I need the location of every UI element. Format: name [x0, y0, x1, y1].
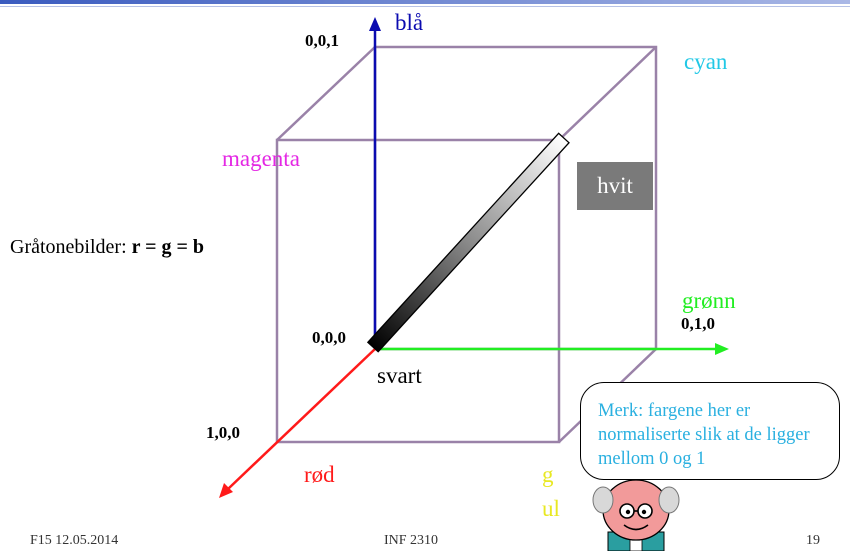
coord-label-red: 1,0,0 — [206, 423, 240, 442]
red-axis — [227, 348, 376, 490]
corner-label-svart: svart — [377, 363, 422, 388]
professor-avatar — [592, 479, 680, 551]
axis-label-bla: blå — [395, 10, 424, 35]
corner-label-cyan: cyan — [684, 49, 728, 74]
top-divider — [0, 6, 850, 7]
green-axis-arrowhead — [715, 343, 729, 355]
corner-label-gul-line1: g — [542, 462, 554, 487]
cube-edge-top-right — [558, 46, 657, 141]
cube-edge-top-left — [276, 46, 376, 141]
corner-label-hvit: hvit — [577, 162, 653, 210]
footer-date: F15 12.05.2014 — [30, 533, 119, 548]
top-accent-bar — [0, 0, 850, 4]
note-text: Merk: fargene her er normaliserte slik a… — [598, 401, 810, 469]
coord-label-blue: 0,0,1 — [305, 31, 339, 50]
axis-label-gronn: grønn — [682, 288, 736, 313]
grayscale-caption-prefix: Gråtonebilder: — [10, 236, 132, 258]
grayscale-diagonal-bar — [366, 132, 570, 353]
note-callout — [580, 382, 840, 480]
blue-axis-arrowhead — [369, 17, 381, 31]
cube-front-face — [275, 138, 561, 444]
axis-label-rod: rød — [304, 462, 335, 487]
red-axis-arrowhead — [219, 483, 233, 498]
corner-label-gul-line2: ul — [542, 496, 560, 521]
coord-label-green: 0,1,0 — [681, 314, 715, 333]
footer-course: INF 2310 — [384, 533, 439, 548]
grayscale-formula: r = g = b — [131, 236, 205, 258]
corner-label-magenta: magenta — [222, 146, 300, 171]
grayscale-caption: Gråtonebilder: r = g = b — [10, 236, 204, 259]
footer-page-number: 19 — [806, 533, 820, 548]
coord-label-origin: 0,0,0 — [312, 328, 346, 347]
